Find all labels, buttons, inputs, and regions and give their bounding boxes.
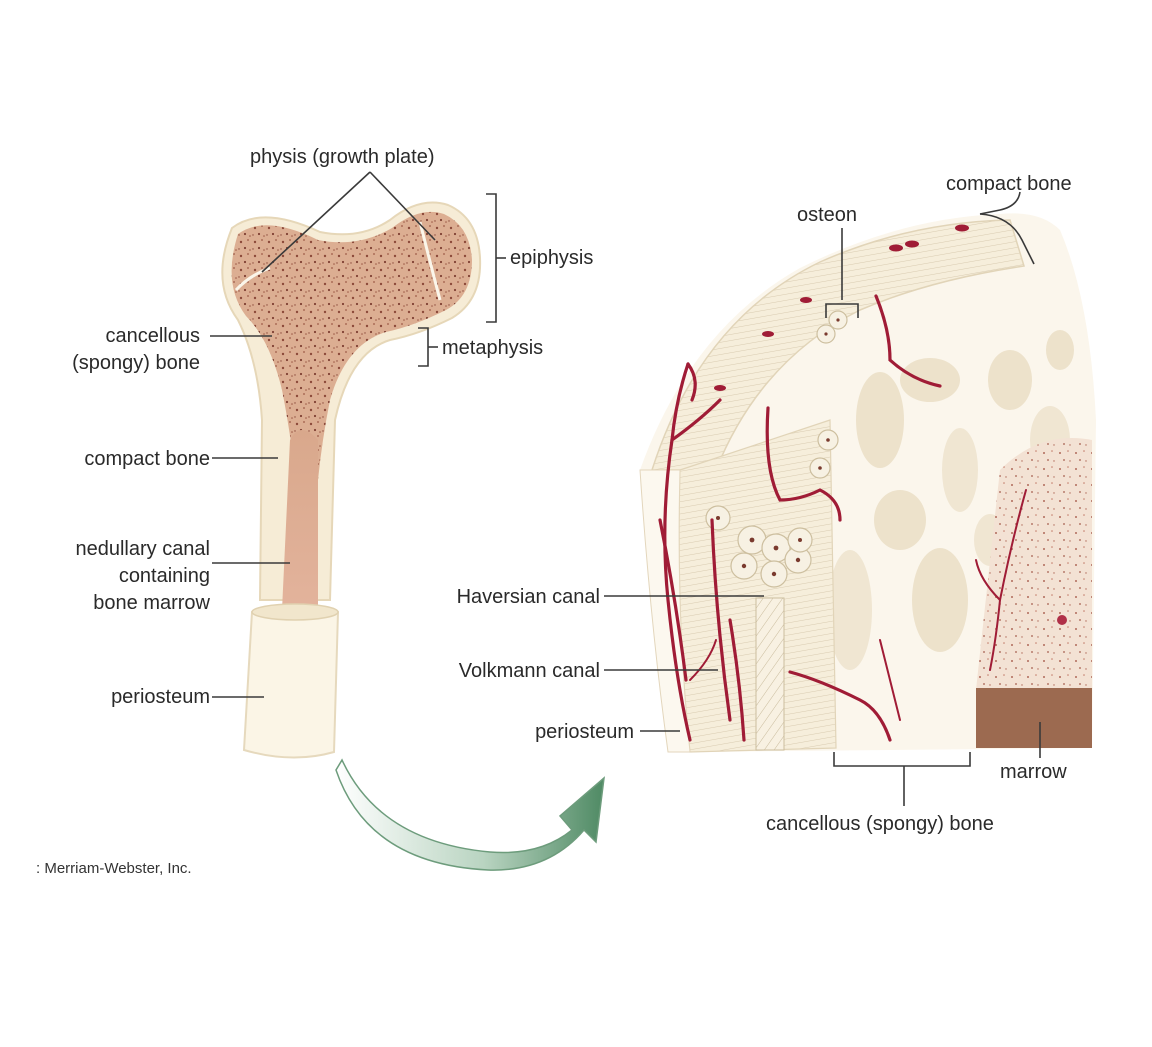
blood-vessels xyxy=(658,294,1027,742)
left-leader-lines xyxy=(210,171,506,698)
label-periosteum-right: periosteum xyxy=(535,721,634,743)
label-volkmann: Volkmann canal xyxy=(459,660,600,682)
label-epiphysis: epiphysis xyxy=(510,247,593,269)
label-compact-left: compact bone xyxy=(84,448,210,470)
growth-plate-line xyxy=(418,221,442,301)
femur-head-spongy xyxy=(231,211,472,480)
label-periosteum-left: periosteum xyxy=(111,686,210,708)
medullary-canal xyxy=(282,430,318,614)
periosteum-sleeve-top xyxy=(251,603,339,621)
label-haversian: Haversian canal xyxy=(457,586,600,608)
label-medullary-1: nedullary canal xyxy=(75,538,210,560)
magnify-arrow xyxy=(335,758,605,871)
label-medullary-3: bone marrow xyxy=(93,592,210,614)
right-labels: osteon compact bone Haversian canal Volk… xyxy=(457,173,1072,835)
label-marrow: marrow xyxy=(1000,761,1067,783)
compact-bone-shell xyxy=(650,219,1025,471)
growth-plate-line xyxy=(234,266,271,292)
right-leader-lines xyxy=(604,191,1041,806)
label-cancellous-left-2: (spongy) bone xyxy=(72,352,200,374)
copyright-credit: : Merriam-Webster, Inc. xyxy=(36,860,192,877)
label-medullary-2: containing xyxy=(119,565,210,587)
label-cancellous-right: cancellous (spongy) bone xyxy=(766,813,994,835)
label-metaphysis: metaphysis xyxy=(442,337,543,359)
label-compact-right: compact bone xyxy=(946,173,1072,195)
vessel-openings xyxy=(714,224,1067,625)
osteon-rings xyxy=(705,310,848,588)
haversian-cylinder xyxy=(755,597,785,751)
left-labels: physis (growth plate) epiphysis metaphys… xyxy=(72,146,593,708)
marrow-band xyxy=(976,688,1092,748)
red-marrow-region xyxy=(976,438,1092,690)
label-physis: physis (growth plate) xyxy=(250,146,435,168)
bone-section-illustration xyxy=(639,213,1096,753)
label-osteon: osteon xyxy=(797,204,857,226)
periosteum-sleeve xyxy=(242,605,340,759)
label-cancellous-left-1: cancellous xyxy=(105,325,200,347)
femur-illustration xyxy=(221,201,482,759)
